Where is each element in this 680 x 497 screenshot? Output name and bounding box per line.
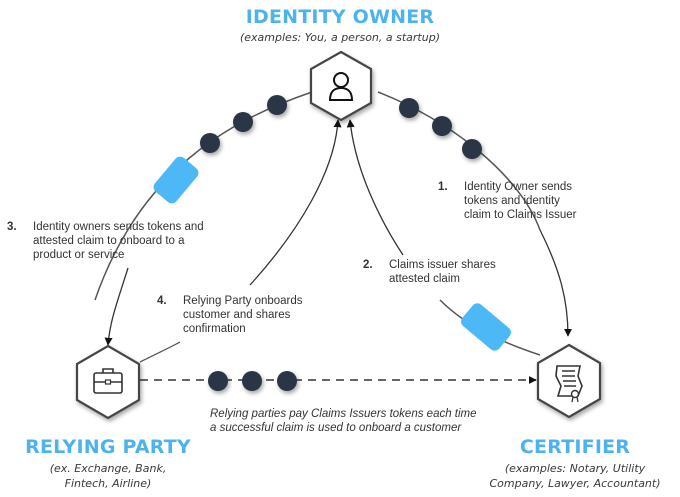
person-icon bbox=[328, 72, 354, 101]
relying-party-title: RELYING PARTY bbox=[25, 436, 191, 458]
certifier-title: CERTIFIER bbox=[519, 436, 631, 458]
step-text: Claims issuer shares attested claim bbox=[389, 259, 496, 285]
step-1: 1. Identity Owner sends tokens and ident… bbox=[438, 180, 578, 222]
token-icon bbox=[267, 95, 287, 115]
certifier-subtitle-line2: Company, Lawyer, Accountant) bbox=[489, 477, 661, 490]
token-icon bbox=[277, 371, 297, 391]
arrow-step-2 bbox=[346, 119, 404, 256]
token-icon bbox=[432, 116, 452, 136]
certifier-subtitle-line1: (examples: Notary, Utility bbox=[504, 462, 646, 475]
token-icon bbox=[399, 98, 419, 118]
identity-owner-subtitle: (examples: You, a person, a startup) bbox=[239, 31, 440, 44]
relying-party-subtitle-line2: Fintech, Airline) bbox=[64, 477, 152, 490]
step-text: Relying Party onboards customer and shar… bbox=[183, 295, 303, 335]
token-icon bbox=[242, 371, 262, 391]
claim-card-icon bbox=[153, 156, 199, 204]
identity-owner-title: IDENTITY OWNER bbox=[245, 6, 435, 28]
step-number: 2. bbox=[363, 259, 373, 271]
arrow-step-4 bbox=[249, 119, 342, 286]
certificate-icon bbox=[555, 365, 583, 403]
arrow-step-3 bbox=[104, 267, 129, 346]
arrow-step-1 bbox=[539, 229, 572, 337]
briefcase-icon bbox=[93, 368, 123, 394]
token-icon bbox=[462, 139, 482, 159]
step-number: 4. bbox=[157, 295, 167, 307]
token-icon bbox=[200, 133, 220, 153]
step-number: 1. bbox=[438, 181, 448, 193]
connector-relying-step4 bbox=[139, 341, 181, 363]
step-3: 3. Identity owners sends tokens and atte… bbox=[7, 220, 207, 262]
token-icon bbox=[208, 371, 228, 391]
claim-card-icon bbox=[461, 303, 511, 351]
payment-note: Relying parties pay Claims Issuers token… bbox=[210, 408, 477, 434]
step-text: Identity owners sends tokens and atteste… bbox=[33, 221, 204, 261]
step-number: 3. bbox=[7, 221, 17, 233]
step-text: Identity Owner sends tokens and identity… bbox=[464, 181, 577, 221]
step-4: 4. Relying Party onboards customer and s… bbox=[157, 294, 327, 336]
relying-party-subtitle-line1: (ex. Exchange, Bank, bbox=[49, 462, 167, 475]
step-2: 2. Claims issuer shares attested claim bbox=[363, 258, 513, 286]
token-icon bbox=[233, 112, 253, 132]
